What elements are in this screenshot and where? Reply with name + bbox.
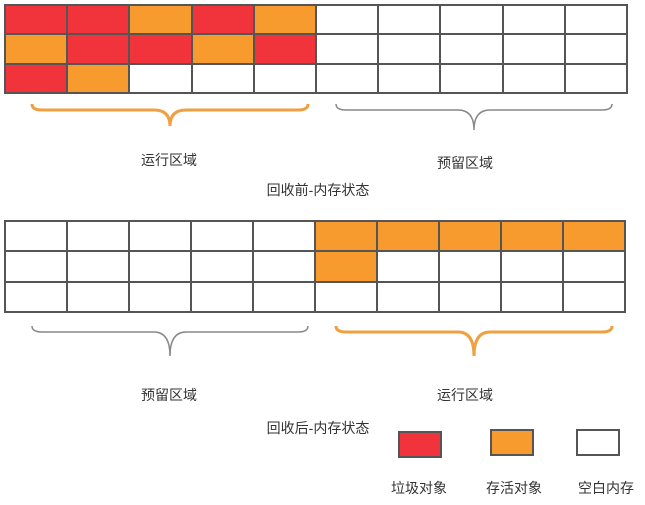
after-cell-empty xyxy=(68,282,128,311)
before-cell-empty xyxy=(503,64,564,92)
legend-garbage-label: 垃圾对象 xyxy=(391,480,447,496)
after-cell-empty xyxy=(130,252,190,281)
after-cell-live xyxy=(564,222,624,251)
after-cell-empty xyxy=(502,252,562,281)
after-cell-empty xyxy=(502,282,562,311)
reserve-region-label-after: 预留区域 xyxy=(141,387,197,403)
before-cell-empty xyxy=(379,6,440,34)
caption-after: 回收后-内存状态 xyxy=(266,420,370,436)
before-cell-empty xyxy=(192,64,253,92)
after-cell-empty xyxy=(564,282,624,311)
memory-grid-after xyxy=(4,220,626,313)
caption-before: 回收前-内存状态 xyxy=(266,182,370,198)
after-cell-live xyxy=(316,252,376,281)
before-cell-empty xyxy=(565,6,626,34)
after-cell-live xyxy=(378,222,438,251)
after-cell-empty xyxy=(440,282,500,311)
reserve-region-brace-after xyxy=(31,325,309,357)
after-cell-empty xyxy=(6,222,66,251)
before-cell-empty xyxy=(317,35,378,63)
before-cell-empty xyxy=(565,35,626,63)
active-region-brace-before xyxy=(30,103,310,127)
after-cell-live xyxy=(316,222,376,251)
after-cell-empty xyxy=(254,252,314,281)
legend-live-swatch xyxy=(490,429,534,456)
active-region-label-before: 运行区域 xyxy=(141,152,197,168)
before-cell-live xyxy=(6,35,67,63)
after-cell-empty xyxy=(130,222,190,251)
before-cell-empty xyxy=(379,35,440,63)
after-cell-empty xyxy=(6,252,66,281)
after-cell-empty xyxy=(68,222,128,251)
after-cell-live xyxy=(502,222,562,251)
before-cell-garbage xyxy=(6,64,67,92)
before-cell-live xyxy=(68,64,129,92)
reserve-region-brace-before xyxy=(335,103,613,131)
before-cell-garbage xyxy=(6,6,67,34)
before-cell-empty xyxy=(379,64,440,92)
before-cell-empty xyxy=(503,35,564,63)
before-cell-live xyxy=(130,6,191,34)
before-cell-empty xyxy=(254,64,315,92)
after-cell-live xyxy=(440,222,500,251)
after-cell-empty xyxy=(6,282,66,311)
after-cell-empty xyxy=(378,252,438,281)
before-cell-empty xyxy=(441,35,502,63)
after-cell-empty xyxy=(564,252,624,281)
legend-empty-label: 空白内存 xyxy=(578,480,634,496)
legend-live-label: 存活对象 xyxy=(486,480,542,496)
before-cell-empty xyxy=(441,64,502,92)
before-cell-empty xyxy=(317,6,378,34)
legend-empty-swatch xyxy=(576,429,620,456)
after-cell-empty xyxy=(254,222,314,251)
reserve-region-label-before: 预留区域 xyxy=(437,155,493,171)
before-cell-empty xyxy=(317,64,378,92)
after-cell-empty xyxy=(316,282,376,311)
before-cell-garbage xyxy=(68,6,129,34)
before-cell-live xyxy=(192,35,253,63)
after-cell-empty xyxy=(130,282,190,311)
before-cell-empty xyxy=(441,6,502,34)
after-cell-empty xyxy=(254,282,314,311)
before-cell-garbage xyxy=(68,35,129,63)
after-cell-empty xyxy=(192,252,252,281)
after-cell-empty xyxy=(378,282,438,311)
after-cell-empty xyxy=(192,222,252,251)
before-cell-empty xyxy=(565,64,626,92)
before-cell-empty xyxy=(130,64,191,92)
memory-grid-before xyxy=(4,4,628,94)
active-region-brace-after xyxy=(334,325,614,357)
before-cell-garbage xyxy=(192,6,253,34)
before-cell-garbage xyxy=(254,35,315,63)
before-cell-empty xyxy=(503,6,564,34)
before-cell-live xyxy=(254,6,315,34)
legend-garbage-swatch xyxy=(398,431,442,458)
after-cell-empty xyxy=(440,252,500,281)
before-cell-garbage xyxy=(130,35,191,63)
active-region-label-after: 运行区域 xyxy=(437,387,493,403)
after-cell-empty xyxy=(68,252,128,281)
after-cell-empty xyxy=(192,282,252,311)
